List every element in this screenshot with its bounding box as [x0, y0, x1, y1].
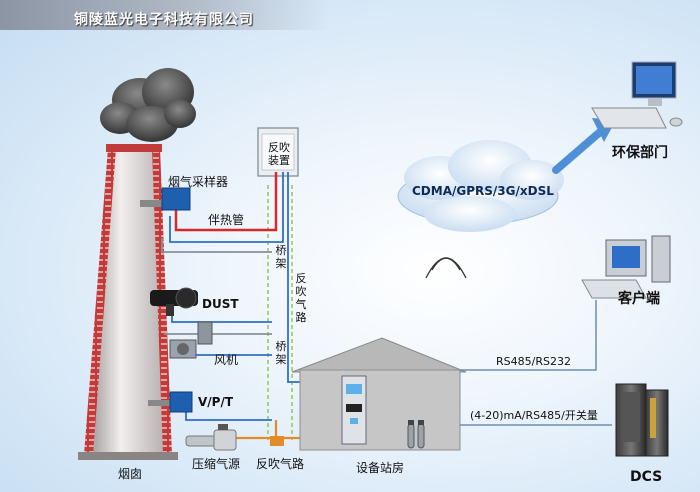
- backflush-gas-path-label: 反吹气路: [256, 457, 305, 471]
- fan-label: 风机: [214, 353, 239, 367]
- vpt-device: [148, 391, 193, 413]
- wireless-waves-icon: [425, 257, 467, 279]
- backflush-gas-path-vertical-label: 反吹气路: [295, 272, 307, 324]
- company-name: 铜陵蓝光电子科技有限公司: [74, 12, 254, 28]
- equipment-room: [291, 337, 467, 451]
- compressed-air-source: [185, 424, 237, 451]
- rs485-rs232-label: RS485/RS232: [496, 355, 571, 368]
- heat-trace-pipe-label: 伴热管: [208, 213, 245, 227]
- backflush-device-label: 反吹装置: [268, 141, 290, 167]
- heat-trace-pipe: [174, 172, 278, 232]
- compressed-air-label: 压缩气源: [192, 457, 241, 471]
- env-dept-label: 环保部门: [612, 145, 668, 161]
- dcs-cabinet-icon: [615, 383, 669, 457]
- analog-output-label: (4-20)mA/RS485/开关量: [470, 409, 598, 422]
- equipment-room-label: 设备站房: [356, 461, 405, 475]
- dcs-label: DCS: [630, 469, 663, 485]
- gas-valve: [270, 436, 284, 446]
- flue-sampler-label: 烟气采样器: [168, 175, 229, 189]
- dust-meter: [150, 287, 198, 316]
- network-label: CDMA/GPRS/3G/xDSL: [412, 184, 554, 198]
- chimney-label: 烟囱: [118, 467, 143, 481]
- smoke-cloud: [100, 68, 196, 142]
- header-banner: [0, 0, 330, 30]
- fan-device: [169, 321, 213, 359]
- network-cloud: [397, 140, 564, 232]
- bridge-label-top: 桥架: [275, 244, 287, 270]
- client-label: 客户端: [618, 291, 660, 307]
- pipe-lines: [161, 238, 272, 335]
- connection-lines: [460, 300, 612, 426]
- backflush-device: [257, 127, 299, 177]
- client-computer-icon: [581, 235, 671, 299]
- flue-sampler-device: [140, 187, 191, 211]
- vpt-label: V/P/T: [198, 395, 234, 409]
- chimney: [78, 144, 178, 460]
- bridge-label-bottom: 桥架: [275, 340, 287, 366]
- bridge-tray: [267, 185, 293, 440]
- dust-label: DUST: [202, 297, 239, 311]
- env-dept-computer-icon: [591, 61, 683, 129]
